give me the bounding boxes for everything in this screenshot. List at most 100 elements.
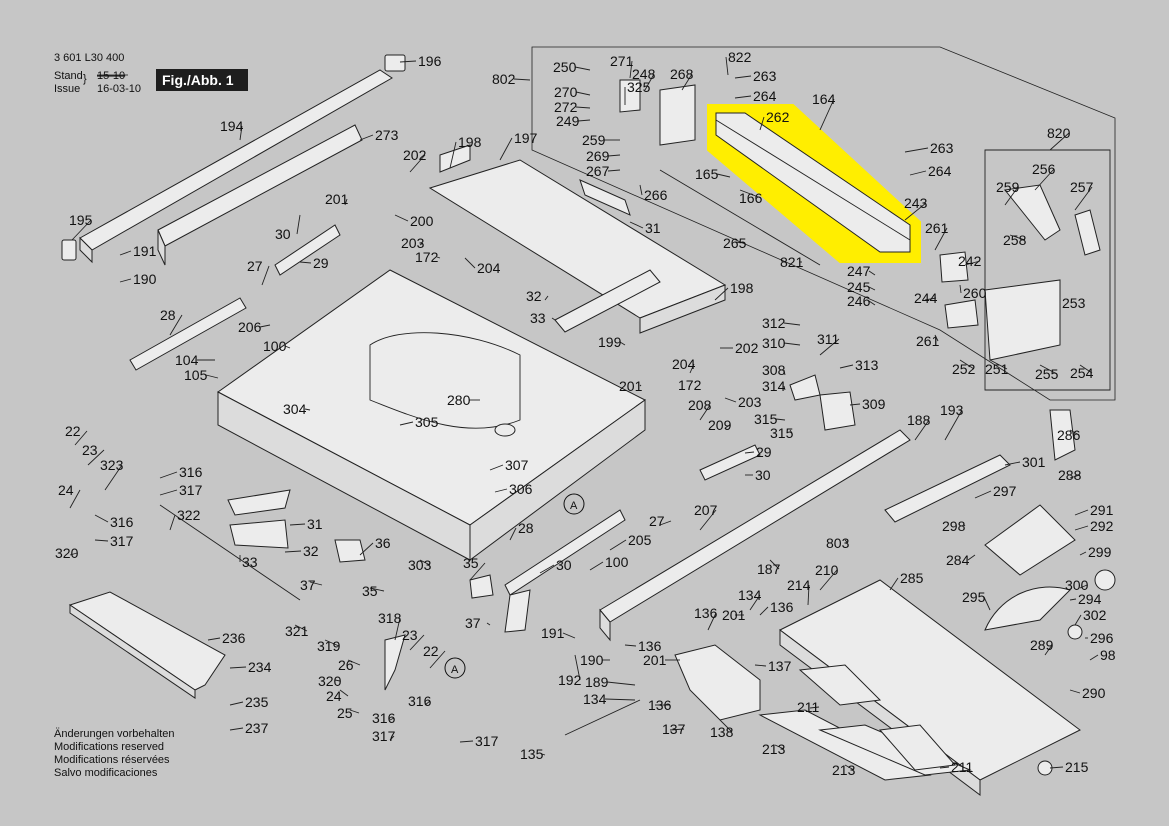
leader-line: [169, 514, 176, 531]
part-label-207: 207: [694, 502, 718, 518]
part-label-304: 304: [283, 401, 307, 417]
leader-line: [489, 464, 504, 471]
leader-line: [119, 278, 132, 283]
part-label-208: 208: [688, 397, 712, 413]
leader-line: [284, 550, 302, 553]
rail-207-187: [599, 429, 911, 642]
leader-line: [369, 587, 385, 592]
stand-label: Stand: [54, 70, 83, 82]
part-label-30: 30: [755, 467, 771, 483]
part-label-199: 199: [598, 334, 622, 350]
part-label-136: 136: [770, 599, 794, 615]
part-label-320: 320: [55, 545, 79, 561]
leader-line: [783, 385, 786, 391]
part-label-321: 321: [285, 623, 309, 639]
leader-line: [344, 198, 348, 206]
leader-line: [1049, 132, 1070, 151]
part-label-320: 320: [318, 673, 342, 689]
leader-line: [944, 409, 963, 441]
part-label-213: 213: [762, 741, 786, 757]
part-label-295: 295: [962, 589, 986, 605]
footer-note: Salvo modificaciones: [54, 767, 158, 779]
leader-line: [769, 559, 780, 570]
part-label-303: 303: [408, 557, 432, 573]
part-label-201: 201: [619, 378, 643, 394]
figure-title: Fig./Abb. 1: [162, 72, 234, 88]
leader-line: [963, 524, 966, 527]
part-label-322: 322: [177, 507, 201, 523]
part-label-36: 36: [375, 535, 391, 551]
leader-line: [989, 359, 1008, 370]
leader-line: [868, 270, 876, 276]
part-label-272: 272: [554, 99, 578, 115]
leader-line: [294, 624, 308, 632]
part-label-291: 291: [1090, 502, 1114, 518]
leader-line: [734, 75, 752, 79]
leader-line: [689, 363, 695, 374]
part-label-104: 104: [175, 352, 199, 368]
leader-line: [229, 666, 247, 669]
part-label-294: 294: [1078, 591, 1102, 607]
leader-line: [159, 489, 178, 496]
part-label-264: 264: [928, 163, 952, 179]
leader-line: [296, 214, 301, 235]
part-label-299: 299: [1088, 544, 1112, 560]
part-label-292: 292: [1090, 518, 1114, 534]
leader-line: [839, 364, 854, 369]
footer-note: Modifications reserved: [54, 741, 164, 753]
part-label-100: 100: [605, 554, 629, 570]
part-label-280: 280: [447, 392, 471, 408]
leader-line: [1004, 186, 1019, 206]
part-label-32: 32: [526, 288, 542, 304]
leader-line: [606, 681, 636, 686]
leader-line: [783, 342, 801, 346]
part-label-309: 309: [862, 396, 886, 412]
leader-line: [513, 78, 531, 81]
part-label-134: 134: [738, 587, 762, 603]
part-label-33: 33: [530, 310, 546, 326]
part-label-325: 325: [627, 79, 651, 95]
part-label-307: 307: [505, 457, 529, 473]
part-label-249: 249: [556, 113, 580, 129]
leader-line: [714, 287, 729, 301]
part-label-316: 316: [179, 464, 203, 480]
leader-line: [1069, 474, 1081, 479]
leader-line: [1079, 551, 1087, 556]
part-label-211: 211: [951, 759, 974, 775]
part-label-254: 254: [1070, 365, 1094, 381]
leader-line: [74, 430, 88, 446]
part-number: 3 601 L30 400: [54, 52, 124, 64]
part-label-235: 235: [245, 694, 269, 710]
leader-line: [1074, 614, 1082, 626]
insert-frame: [984, 149, 1111, 391]
leader-line: [619, 341, 626, 346]
part-label-105: 105: [184, 367, 208, 383]
part-label-262: 262: [766, 109, 790, 125]
part-label-100: 100: [263, 338, 287, 354]
part-label-251: 251: [985, 361, 1009, 377]
leader-line: [289, 523, 306, 526]
leader-line: [509, 527, 517, 541]
leader-line: [541, 753, 546, 756]
part-label-215: 215: [1065, 759, 1089, 775]
leader-line: [551, 317, 556, 321]
part-label-821: 821: [780, 254, 804, 270]
part-label-290: 290: [1082, 685, 1106, 701]
part-label-32: 32: [303, 543, 319, 559]
part-label-201: 201: [325, 191, 349, 207]
leader-line: [959, 359, 975, 370]
part-label-35: 35: [362, 583, 378, 599]
clip-196: [384, 54, 406, 72]
leader-line: [849, 403, 861, 406]
leader-line: [754, 664, 767, 667]
leader-line: [589, 561, 604, 571]
part-label-255: 255: [1035, 366, 1059, 382]
shaft-322: [159, 504, 301, 601]
leader-line: [604, 698, 636, 701]
part-label-261: 261: [916, 333, 940, 349]
extension-table-197: [428, 159, 727, 334]
leader-line: [909, 170, 927, 176]
leader-line: [783, 322, 801, 326]
leader-line: [699, 509, 717, 531]
leader-line: [539, 564, 555, 574]
